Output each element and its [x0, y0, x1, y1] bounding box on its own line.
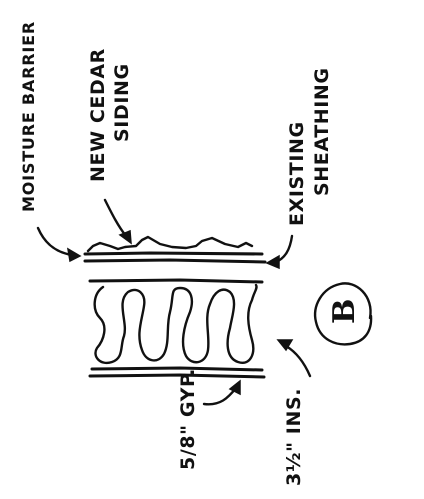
moisture-barrier-arrow — [36, 226, 74, 257]
existing-sheathing-arrowhead — [265, 254, 280, 270]
wall-assembly — [83, 235, 267, 379]
section-marker-letter: B — [327, 299, 362, 324]
section-marker: B — [313, 282, 373, 346]
label-moisture-barrier: MOISTURE BARRIER — [19, 21, 38, 212]
cedar-siding-layer — [86, 235, 254, 253]
insulation-arrowhead — [276, 339, 294, 352]
gyp-arrow — [202, 386, 238, 406]
section-marker-circle — [313, 282, 373, 346]
label-new-cedar-line2: SIDING — [111, 63, 133, 142]
labels: MOISTURE BARRIER NEW CEDAR SIDING EXISTI… — [19, 21, 333, 486]
cedar-siding-arrow — [103, 198, 128, 238]
moisture-barrier-arrowhead — [66, 247, 82, 263]
insulation-arrow — [284, 344, 312, 378]
gyp-arrowhead — [228, 379, 241, 396]
label-new-cedar-line1: NEW CEDAR — [87, 48, 109, 182]
cedar-siding-arrowhead — [118, 229, 132, 245]
label-insulation: 3½" INS. — [283, 388, 305, 486]
arrows — [36, 198, 312, 406]
label-existing-line1: EXISTING — [286, 121, 308, 226]
moisture-barrier-layer — [83, 251, 264, 256]
cavity-inner-edge — [90, 366, 264, 372]
batt-insulation — [93, 283, 258, 365]
label-existing-line2: SHEATHING — [311, 67, 333, 196]
label-gypsum: 5/8" GYP. — [177, 368, 199, 470]
existing-sheathing-layer — [83, 258, 267, 264]
cavity-outer-edge — [88, 278, 264, 284]
gypsum-board-layer — [88, 373, 266, 379]
